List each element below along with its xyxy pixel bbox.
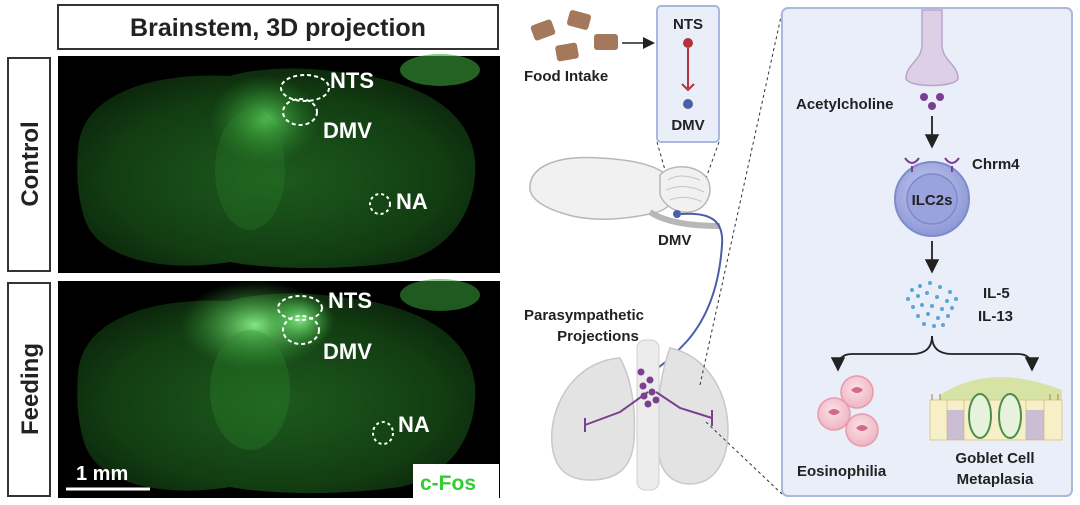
ach-dot-1 bbox=[920, 93, 928, 101]
mouse-brain-icon bbox=[529, 156, 721, 229]
cytokine-dots bbox=[906, 281, 958, 328]
control-na-label: NA bbox=[396, 189, 428, 214]
row-label-feeding: Feeding bbox=[17, 343, 44, 435]
feeding-dmv-label: DMV bbox=[323, 339, 372, 364]
feeding-micrograph bbox=[58, 279, 500, 498]
ach-dot-3 bbox=[928, 102, 936, 110]
row-label-box-control bbox=[7, 57, 51, 272]
chrm4-label: Chrm4 bbox=[972, 156, 1020, 173]
goblet-label-line2: Metaplasia bbox=[957, 471, 1034, 488]
stain-label-box bbox=[413, 464, 499, 498]
airway-innervation bbox=[584, 368, 713, 432]
inset-nts-label: NTS bbox=[673, 16, 703, 33]
nerve-terminal-icon bbox=[905, 9, 959, 87]
goblet-cell-epithelium-icon bbox=[929, 377, 1063, 441]
receptor-left-icon bbox=[904, 157, 920, 172]
eosinophil-icon bbox=[817, 375, 879, 447]
stain-label: c-Fos bbox=[420, 472, 476, 495]
control-dmv-label: DMV bbox=[323, 118, 372, 143]
projection-label-line2: Projections bbox=[557, 328, 639, 345]
panel-title: Brainstem, 3D projection bbox=[130, 14, 426, 42]
inset-dmv-label: DMV bbox=[671, 117, 704, 134]
control-nts-label: NTS bbox=[330, 68, 374, 93]
projection-label-line1: Parasympathetic bbox=[524, 307, 644, 324]
acetylcholine-label: Acetylcholine bbox=[796, 96, 894, 113]
scale-bar-label: 1 mm bbox=[76, 463, 128, 485]
brain-dmv-label: DMV bbox=[658, 232, 691, 249]
food-intake-label: Food Intake bbox=[524, 68, 608, 85]
eosinophilia-label: Eosinophilia bbox=[797, 463, 887, 480]
ilc2-nucleus bbox=[906, 173, 958, 225]
zoom-line-top bbox=[699, 11, 783, 386]
ilc2-label: ILC2s bbox=[912, 192, 953, 209]
lungs-icon bbox=[551, 339, 729, 491]
branch-arrow-right bbox=[931, 335, 1040, 372]
goblet-label-line1: Goblet Cell bbox=[955, 450, 1034, 467]
inset-zoom-line-left bbox=[656, 141, 666, 171]
il13-label: IL-13 bbox=[978, 308, 1013, 325]
nts-neuron-soma bbox=[683, 38, 693, 48]
row-label-box-feeding bbox=[7, 282, 51, 497]
il5-label: IL-5 bbox=[983, 285, 1010, 302]
food-pellets-icon bbox=[530, 10, 618, 62]
brain-dmv-dot bbox=[673, 210, 681, 218]
lung-mechanism-panel bbox=[781, 7, 1073, 497]
nts-synapse bbox=[681, 83, 695, 92]
feeding-na-label: NA bbox=[398, 412, 430, 437]
row-label-control: Control bbox=[17, 121, 44, 206]
dmv-neuron-soma bbox=[683, 99, 693, 109]
title-box bbox=[57, 4, 499, 50]
feeding-nts-label: NTS bbox=[328, 288, 372, 313]
branch-arrow-left bbox=[830, 335, 933, 372]
ach-dot-2 bbox=[936, 93, 944, 101]
control-micrograph bbox=[58, 54, 500, 273]
receptor-right-icon bbox=[944, 157, 960, 172]
